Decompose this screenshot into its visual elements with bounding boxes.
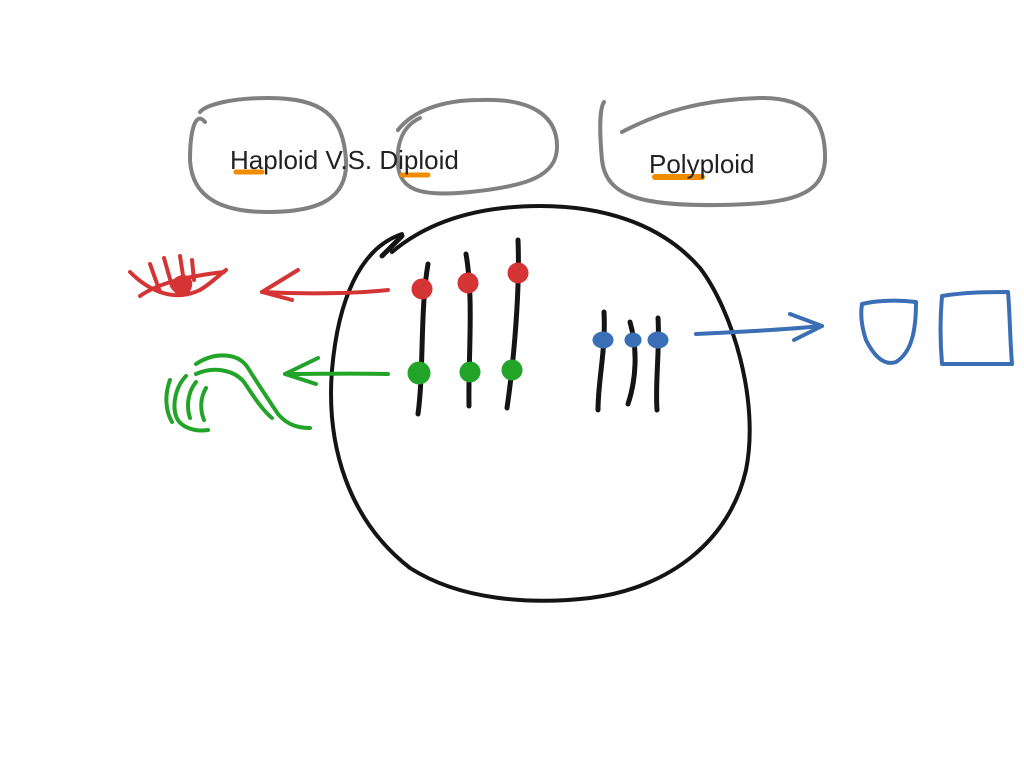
bubble-diploid: [395, 97, 560, 196]
red-dot-1: [411, 278, 433, 300]
shield-icon: [859, 298, 918, 365]
blue-dot-2: [624, 332, 642, 348]
green-dot-3: [501, 359, 523, 381]
green-dot-1: [407, 361, 431, 385]
red-dot-3: [507, 262, 529, 284]
square-icon: [938, 290, 1014, 367]
chromosome-3: [504, 237, 521, 411]
red-arrow-shaft: [260, 288, 390, 296]
red-dot-2: [457, 272, 479, 294]
green-genes: [407, 359, 523, 385]
blue-arrow-head: [788, 312, 824, 342]
cell-edge-tick: [379, 233, 405, 259]
chromosome-4: [595, 309, 607, 413]
chromosome-2: [463, 251, 473, 409]
blue-dot-3: [647, 331, 669, 349]
hand-icon: [164, 353, 312, 433]
blue-dot-1: [592, 331, 614, 349]
chromosome-5: [625, 319, 638, 407]
red-arrow-head: [260, 268, 300, 302]
blue-genes: [592, 331, 669, 349]
red-genes: [411, 262, 529, 300]
chromosome-6: [654, 315, 661, 413]
bubble-haploid: [188, 96, 349, 214]
green-dot-2: [459, 361, 481, 383]
blue-arrow-shaft: [694, 324, 824, 336]
eye-icon: [128, 254, 228, 298]
cell-outline: [329, 204, 752, 603]
bubble-polyploid: [598, 95, 828, 208]
title-polyploid: Polyploid: [649, 149, 755, 179]
title-haploid-diploid: Haploid V.S. Diploid: [230, 145, 459, 175]
green-arrow-head: [283, 356, 320, 386]
